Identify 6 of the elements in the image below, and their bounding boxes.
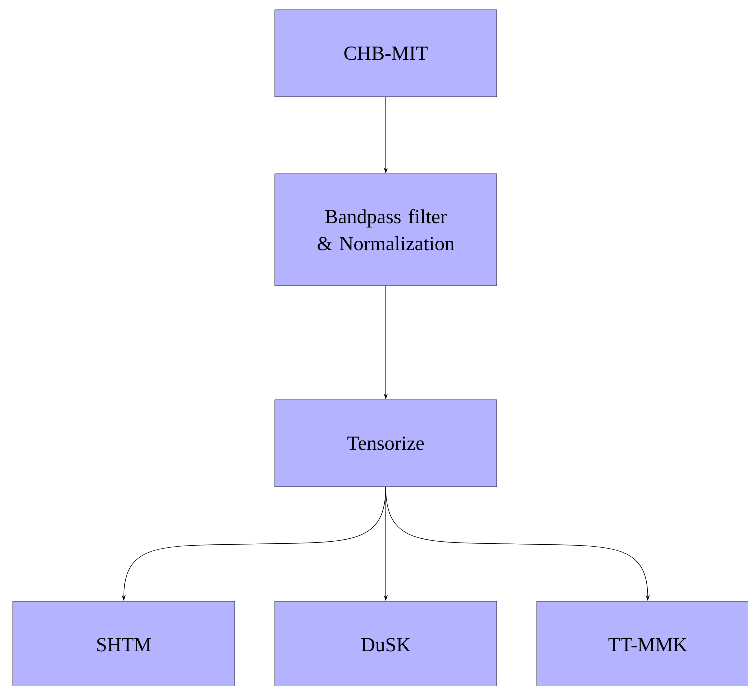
process-box: Bandpass filter & Normalization xyxy=(274,174,498,286)
process-box: Tensorize xyxy=(274,400,498,488)
process-box: SHTM xyxy=(12,601,236,686)
process-box: TT-MMK xyxy=(536,601,748,686)
process-box: CHB-MIT xyxy=(274,10,498,98)
process-box: DuSK xyxy=(274,601,498,686)
